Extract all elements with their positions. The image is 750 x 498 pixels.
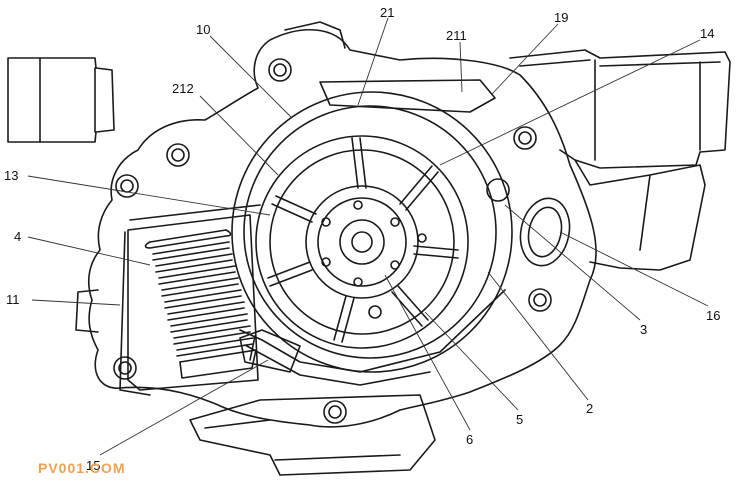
housing-inner-rim [119,204,261,396]
hub-holes [321,200,427,319]
label-10: 10 [196,22,210,37]
label-6: 6 [466,432,473,447]
label-16: 16 [706,308,720,323]
leader-lines [27,17,709,456]
right-bracket-inner [519,59,721,161]
top-lug [284,21,346,49]
shaft-bore [351,231,373,253]
bottom-foot-detail [204,419,401,461]
label-211: 211 [446,28,467,43]
outer-cam-ring [231,91,513,373]
label-212: 212 [172,81,194,96]
rotor-track [269,149,455,335]
ring-pivot-arm [319,79,496,113]
label-19: 19 [554,10,568,25]
vanes [267,137,459,343]
left-tab [75,289,99,333]
label-3: 3 [640,322,647,337]
label-15: 15 [86,458,100,473]
label-4: 4 [14,229,21,244]
main-housing-outline [88,29,597,428]
oval-port-inner [527,206,563,258]
label-21: 21 [380,5,394,20]
spring-cavity [127,214,259,391]
spring-coils [144,229,257,379]
left-connector-inner-line [39,57,96,143]
label-5: 5 [516,412,523,427]
lower-valve-piston [239,329,301,373]
part-labels: 10 21 19 211 14 212 13 4 11 15 6 5 2 3 1… [4,5,720,473]
bottom-foot [189,394,436,476]
watermark: PV001.COM [38,460,126,476]
label-13: 13 [4,168,18,183]
label-2: 2 [586,401,593,416]
left-connector-block [7,57,115,143]
ring-lower-arm [239,289,506,386]
right-lower-duct [574,159,706,271]
right-bracket [509,49,731,169]
oval-port [519,197,571,267]
rotor-hub [305,185,419,299]
mounting-holes [113,58,552,424]
label-11: 11 [6,292,20,307]
cam-ring-inner [243,105,497,359]
rotor-outer [255,135,469,349]
rotor-hub-inner [317,197,407,287]
label-14: 14 [700,26,714,41]
shaft [339,219,385,265]
